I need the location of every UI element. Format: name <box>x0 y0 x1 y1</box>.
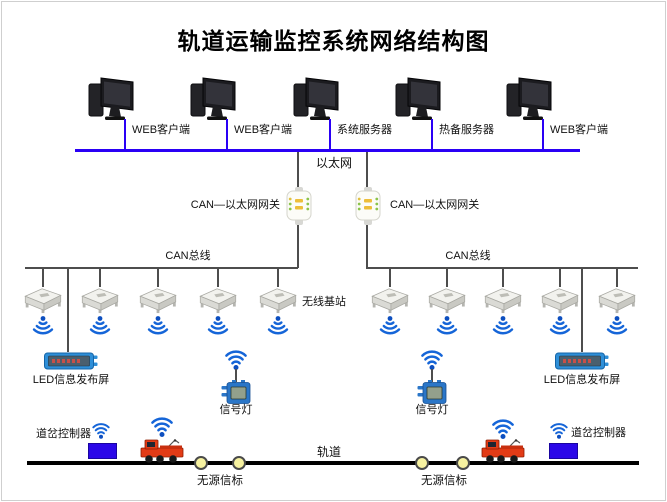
led-screen-label-left: LED信息发布屏 <box>32 374 110 386</box>
computer-label: WEB客户端 <box>132 124 191 136</box>
computer-drop-line <box>431 119 433 150</box>
beacon-label-left: 无源信标 <box>197 475 243 487</box>
can-bus-label-left: CAN总线 <box>165 250 211 262</box>
computer-label: 热备服务器 <box>439 124 494 136</box>
wireless-base-station-icon <box>424 286 470 314</box>
can-bus-line-right <box>366 267 638 269</box>
wifi-icon <box>29 315 57 337</box>
wireless-base-station-icon <box>77 286 123 314</box>
can-ethernet-gateway-icon <box>282 186 316 226</box>
wireless-base-station-icon <box>195 286 241 314</box>
computer-icon <box>187 76 239 122</box>
led-drop-line <box>67 269 69 352</box>
base-station-label: 无线基站 <box>302 296 346 308</box>
track-line <box>27 461 639 465</box>
computer-drop-line <box>542 119 544 150</box>
wifi-icon <box>86 315 114 337</box>
wifi-icon <box>546 315 574 337</box>
base-station-stem <box>502 269 504 287</box>
base-station-stem <box>157 269 159 287</box>
computer-drop-line <box>124 119 126 150</box>
computer-drop-line <box>329 119 331 150</box>
wifi-icon <box>376 315 404 337</box>
wifi-icon <box>221 347 251 371</box>
computer-drop-line <box>226 119 228 150</box>
wifi-icon <box>89 420 113 440</box>
passive-beacon-icon <box>232 456 246 470</box>
can-bus-label-right: CAN总线 <box>445 250 491 262</box>
wifi-icon <box>144 315 172 337</box>
computer-icon <box>503 76 555 122</box>
base-station-stem <box>559 269 561 287</box>
switch-controller-box <box>88 443 117 459</box>
wireless-base-station-icon <box>537 286 583 314</box>
base-station-stem <box>42 269 44 287</box>
led-screen-icon <box>44 351 98 371</box>
computer-icon <box>392 76 444 122</box>
base-station-stem <box>616 269 618 287</box>
led-screen-icon <box>555 351 609 371</box>
signal-light-label-right: 信号灯 <box>415 404 449 416</box>
wifi-icon <box>417 347 447 371</box>
computer-label: WEB客户端 <box>234 124 293 136</box>
passive-beacon-icon <box>415 456 429 470</box>
signal-light-label-left: 信号灯 <box>219 404 253 416</box>
computer-icon <box>290 76 342 122</box>
beacon-label-right: 无源信标 <box>421 475 467 487</box>
switch-controller-box <box>549 443 578 459</box>
wireless-base-station-icon <box>20 286 66 314</box>
wifi-icon <box>433 315 461 337</box>
base-station-stem <box>446 269 448 287</box>
wireless-base-station-icon <box>480 286 526 314</box>
led-screen-label-right: LED信息发布屏 <box>543 374 621 386</box>
gateway-label-right: CAN—以太网网关 <box>390 199 480 211</box>
base-station-stem <box>389 269 391 287</box>
led-drop-line <box>581 269 583 352</box>
wifi-icon <box>489 315 517 337</box>
locomotive-icon <box>481 437 526 464</box>
wifi-icon <box>204 315 232 337</box>
can-bus-line-left <box>25 267 298 269</box>
locomotive-icon <box>140 437 185 464</box>
passive-beacon-icon <box>194 456 208 470</box>
base-station-stem <box>277 269 279 287</box>
signal-light-antenna <box>431 369 433 382</box>
wireless-base-station-icon <box>367 286 413 314</box>
base-station-stem <box>99 269 101 287</box>
switch-controller-label-right: 道岔控制器 <box>571 427 626 439</box>
wireless-base-station-icon <box>594 286 640 314</box>
track-label: 轨道 <box>317 445 342 459</box>
switch-controller-label-left: 道岔控制器 <box>36 428 91 440</box>
wireless-base-station-icon <box>135 286 181 314</box>
signal-light-antenna <box>235 369 237 382</box>
signal-light-icon <box>417 380 447 404</box>
wifi-icon <box>264 315 292 337</box>
wifi-icon <box>603 315 631 337</box>
wireless-base-station-icon <box>255 286 301 314</box>
ethernet-bus-line <box>75 149 580 152</box>
diagram-title: 轨道运输监控系统网络结构图 <box>177 29 490 54</box>
wifi-icon <box>547 420 571 440</box>
signal-light-icon <box>221 380 251 404</box>
can-ethernet-gateway-icon <box>351 186 385 226</box>
base-station-stem <box>217 269 219 287</box>
computer-label: 系统服务器 <box>337 124 392 136</box>
ethernet-label: 以太网 <box>315 156 352 170</box>
computer-icon <box>85 76 137 122</box>
passive-beacon-icon <box>456 456 470 470</box>
computer-label: WEB客户端 <box>550 124 609 136</box>
wifi-icon <box>147 414 177 438</box>
gateway-label-left: CAN—以太网网关 <box>190 199 280 211</box>
